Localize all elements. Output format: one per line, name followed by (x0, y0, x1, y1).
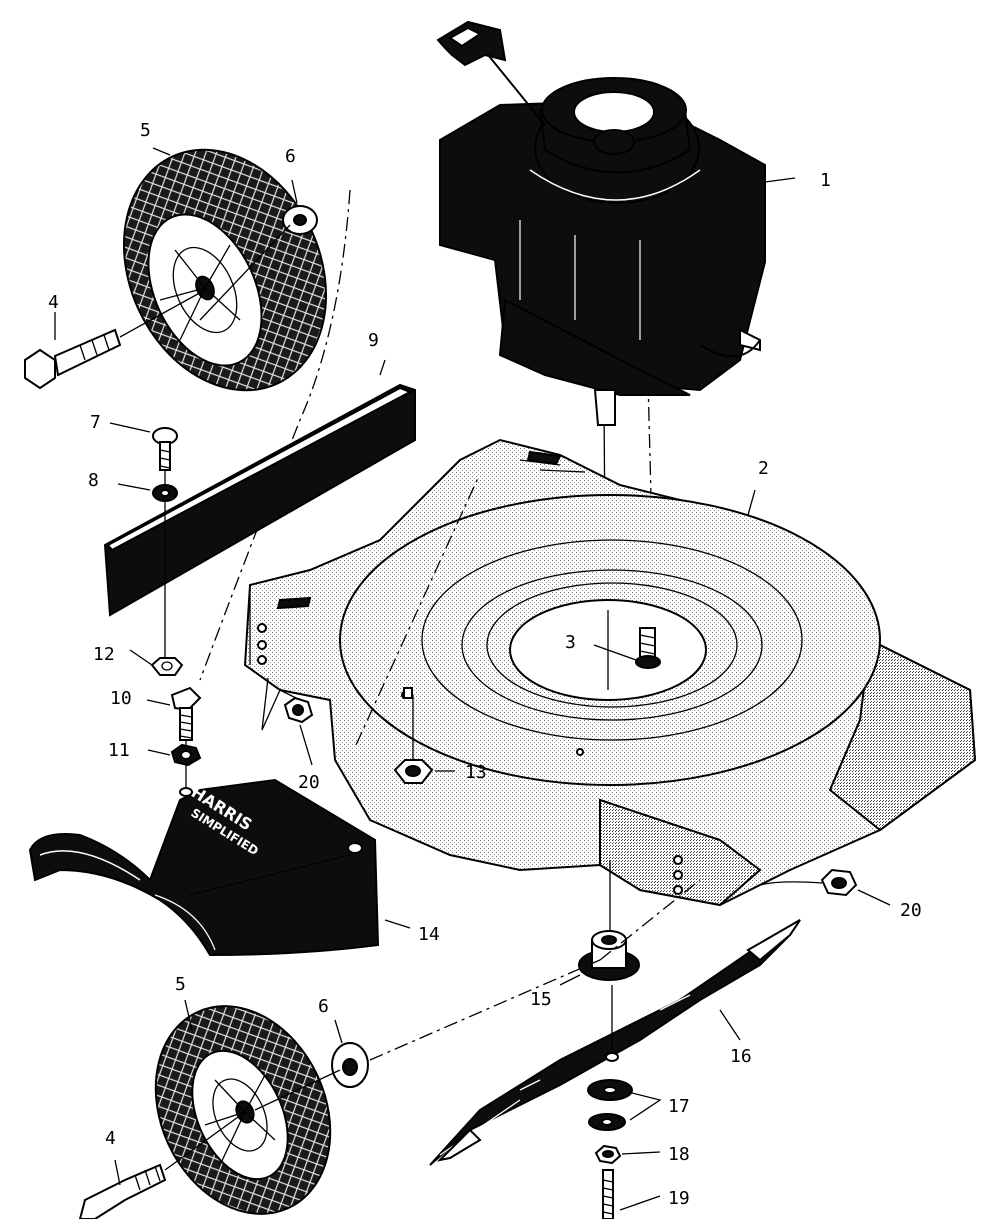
wheel-axle-line (199, 189, 351, 681)
part-number-labels: 1 2 3 4 4 5 5 6 6 7 8 9 10 11 12 13 14 1… (48, 120, 922, 1209)
part-number-wheel-bolt-top: 4 (48, 292, 59, 313)
rear-flap (103, 359, 416, 617)
washer-18 (594, 1144, 661, 1165)
part-number-engine: 1 (820, 170, 831, 191)
blade (429, 919, 801, 1166)
part-number-wheel-top: 5 (140, 120, 151, 141)
part-number-nut-12: 12 (93, 644, 115, 665)
part-number-wheel-bolt-bottom: 4 (105, 1128, 116, 1149)
part-number-washer-18: 18 (668, 1144, 690, 1165)
part-number-wheel-bottom: 5 (175, 974, 186, 995)
wheel-bolt-top (24, 289, 206, 390)
part-number-screw-7: 7 (90, 412, 101, 433)
part-number-chute-deflector: 14 (418, 924, 440, 945)
part-number-nut-20-right: 20 (900, 900, 922, 921)
nut-20-right (759, 868, 891, 906)
part-number-blade-bolt: 19 (668, 1188, 690, 1209)
washer-8 (117, 483, 178, 502)
part-number-washer-11: 11 (108, 740, 130, 761)
washer-top (199, 179, 318, 321)
washers-17 (587, 1079, 662, 1131)
engine (436, 20, 796, 691)
blade-bolt (602, 1169, 661, 1219)
screw-7 (109, 422, 178, 660)
part-number-rear-flap: 9 (368, 330, 379, 351)
part-number-deck-bolt: 3 (565, 632, 576, 653)
blade-adapter (559, 860, 640, 986)
washer-bottom (254, 879, 701, 1111)
nut-12 (129, 649, 184, 676)
part-number-nut-13: 13 (465, 762, 487, 783)
wheel-top (122, 147, 328, 392)
chute-deflector: HARRIS SIMPLIFIED (28, 778, 411, 957)
part-number-nut-20-left: 20 (298, 772, 320, 793)
bolt-10 (146, 686, 202, 790)
part-number-washer-bottom: 6 (318, 996, 329, 1017)
part-number-washers-17: 17 (668, 1096, 690, 1117)
washer-11 (147, 743, 202, 767)
part-number-washer-top: 6 (285, 146, 296, 167)
nut-20-left (261, 677, 314, 766)
deck (243, 438, 977, 907)
deck-bolt (593, 610, 661, 690)
part-number-blade: 16 (730, 1046, 752, 1067)
part-number-bolt-10: 10 (110, 688, 132, 709)
part-number-washer-8: 8 (88, 470, 99, 491)
nut-13 (393, 687, 455, 784)
part-number-blade-adapter: 15 (530, 989, 552, 1010)
part-number-deck: 2 (758, 458, 769, 479)
wheel-bolt-bottom (78, 1111, 246, 1219)
